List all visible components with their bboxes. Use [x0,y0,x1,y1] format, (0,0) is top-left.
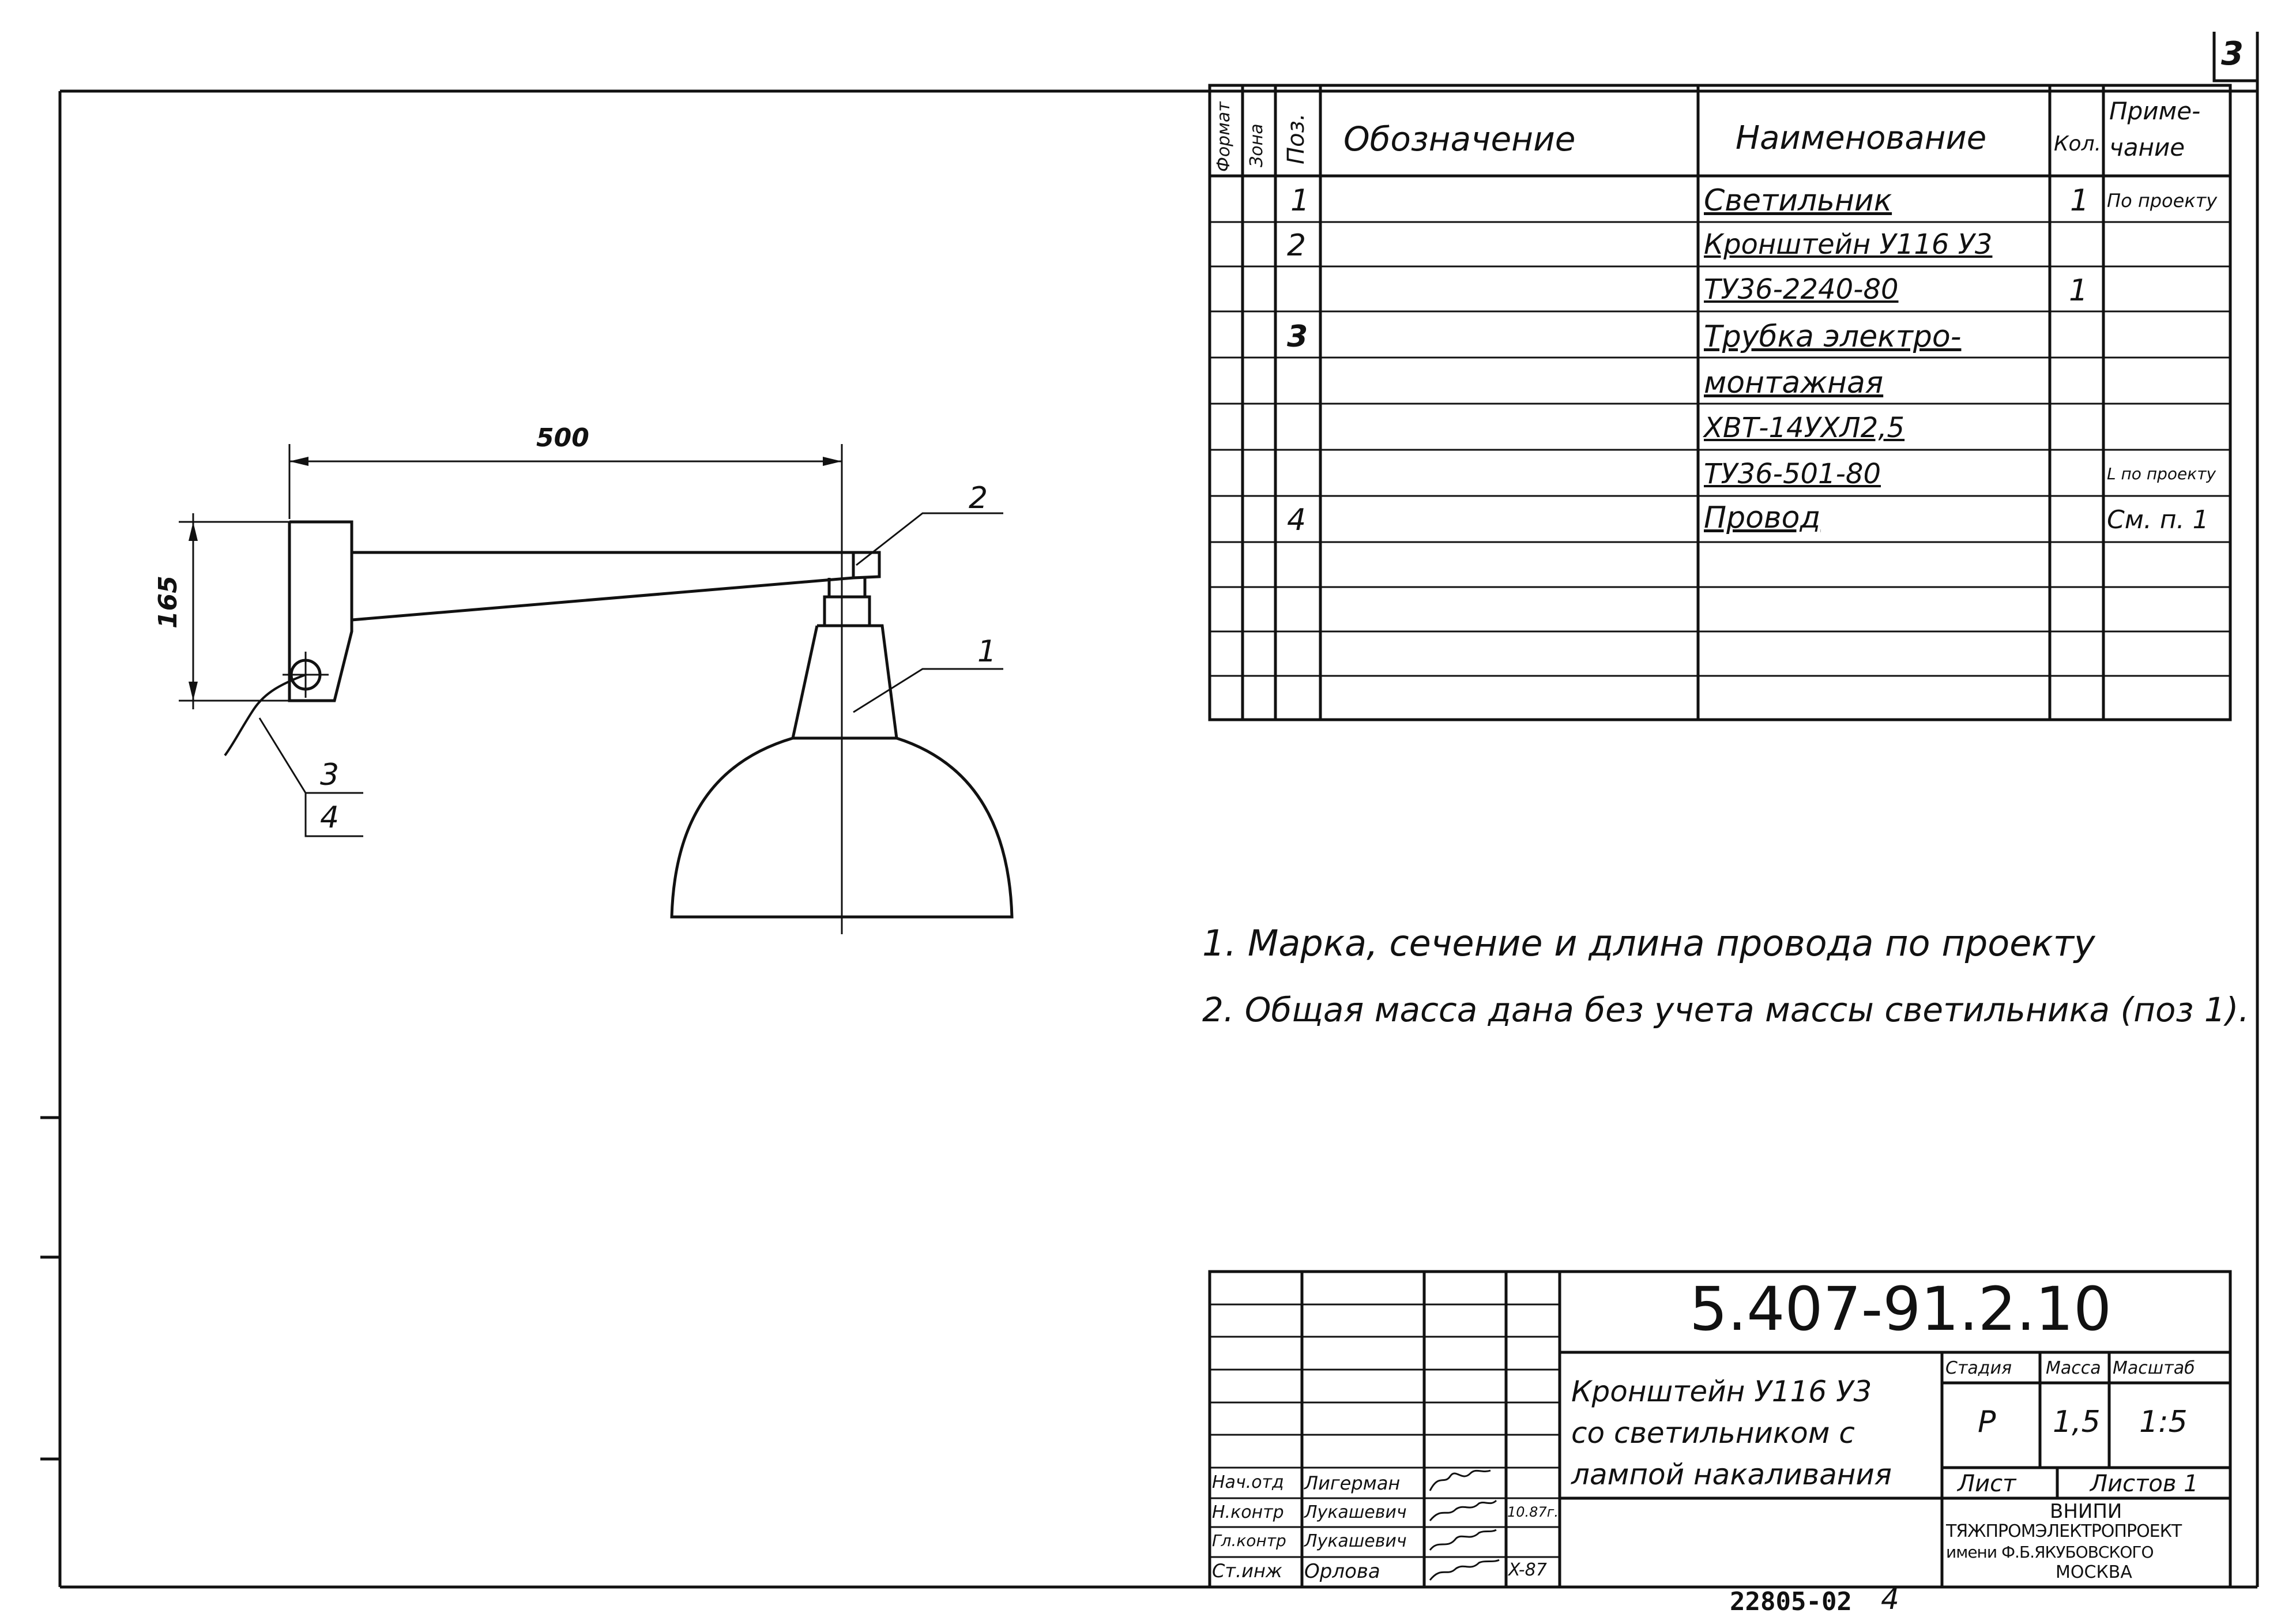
note-2: 2. Общая масса дана без учета массы свет… [1202,990,2249,1029]
row-8-name: Провод [1704,501,1821,535]
sheet-number: 3 [2221,35,2244,73]
row-1-name: Светильник [1704,183,1892,218]
row-6-name: ХВТ-14УХЛ2,5 [1704,412,1905,444]
dimension-width-label: 500 [536,423,589,453]
sign-surname-1: Лигерман [1304,1472,1401,1494]
header-name: Наименование [1736,119,1987,157]
row-4-name: Трубка электро- [1704,319,1962,354]
header-note-line1: Приме- [2109,97,2201,125]
note-1: 1. Марка, сечение и длина провода по про… [1202,922,2095,964]
sheet-label: Лист [1958,1471,2016,1497]
sign-role-4: Ст.инж [1212,1560,1282,1582]
mass-label: Масса [2046,1358,2101,1378]
org-line-2: ТЯЖПРОМЭЛЕКТРОПРОЕКТ [1946,1521,2182,1541]
org-line-1: ВНИПИ [2050,1500,2122,1523]
org-line-3: имени Ф.Б.ЯКУБОВСКОГО [1946,1543,2154,1562]
callout-3-label: 3 [320,758,340,792]
title-line-3: лампой накаливания [1571,1458,1892,1491]
header-note-line2: чание [2109,133,2185,161]
row-3-qty: 1 [2069,273,2088,308]
sign-date-4: X-87 [1508,1560,1547,1580]
sheets-label: Листов 1 [2090,1471,2199,1497]
dimension-height-label: 165 [153,576,183,629]
callout-1-label: 1 [977,634,997,669]
archive-number: 22805-02 [1730,1587,1852,1616]
scale-value: 1:5 [2139,1405,2188,1439]
sign-surname-2: Лукашевич [1304,1502,1407,1522]
title-line-2: со светильником с [1571,1416,1855,1450]
row-5-name: монтажная [1704,366,1884,400]
row-7-name: ТУ36-501-80 [1704,458,1881,490]
stage-value: Р [1978,1405,1996,1439]
sign-role-3: Гл.контр [1212,1531,1286,1550]
sign-surname-3: Лукашевич [1304,1531,1407,1551]
document-code: 5.407-91.2.10 [1689,1274,2112,1344]
row-8-note: См. п. 1 [2107,505,2209,535]
header-pos: Поз. [1283,113,1309,164]
callout-4-label: 4 [320,800,340,835]
header-zone: Зона [1247,123,1267,167]
header-designation: Обозначение [1343,119,1576,159]
org-line-4: МОСКВА [2056,1562,2132,1582]
sheet-number-box [2212,32,2257,82]
row-1-qty: 1 [2070,183,2090,218]
row-1-pos: 1 [1290,183,1310,218]
row-3-name: ТУ36-2240-80 [1704,273,1899,306]
row-2-name: Кронштейн У116 У3 [1704,228,1993,261]
sign-role-1: Нач.отд [1212,1472,1284,1492]
mass-value: 1,5 [2053,1405,2101,1439]
row-7-note: L по проекту [2107,464,2216,483]
sign-role-2: Н.контр [1212,1502,1284,1522]
row-8-pos: 4 [1287,503,1307,537]
header-qty: Кол. [2054,132,2102,156]
header-format: Формат [1214,101,1234,172]
scale-label: Масштаб [2113,1358,2195,1378]
callout-2-label: 2 [969,481,988,516]
archive-page: 4 [1881,1582,1899,1616]
sign-date-2: 10.87г. [1507,1504,1559,1520]
row-1-note: По проекту [2107,190,2218,212]
stage-label: Стадия [1945,1358,2012,1378]
row-2-pos: 2 [1287,228,1307,263]
sign-surname-4: Орлова [1304,1560,1380,1583]
row-4-pos: 3 [1287,319,1308,354]
title-line-1: Кронштейн У116 У3 [1571,1375,1872,1408]
